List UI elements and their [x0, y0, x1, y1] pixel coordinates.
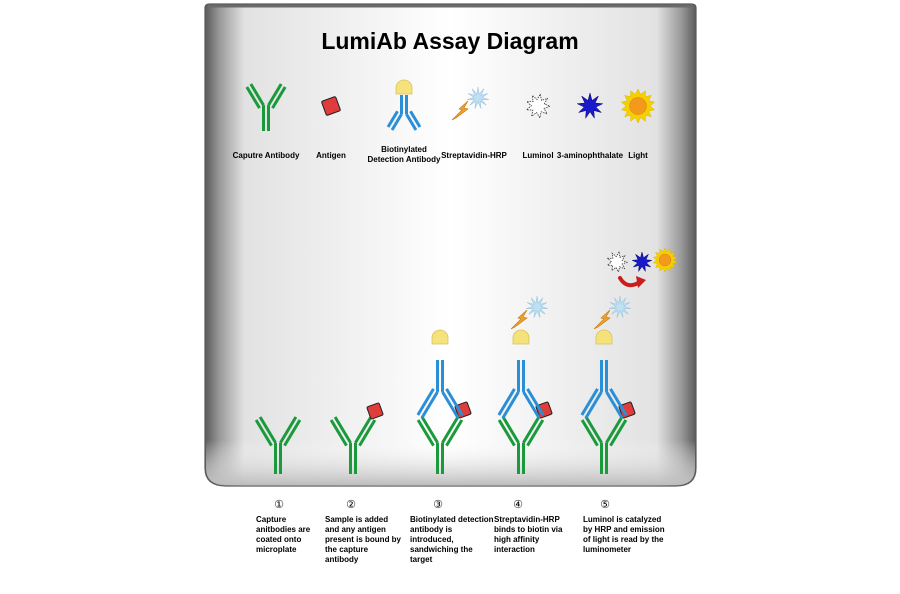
legend-label-capture-antibody: Caputre Antibody	[232, 151, 300, 160]
capture-antibody	[329, 416, 377, 474]
step-5-illustration	[580, 295, 636, 474]
step-2-number: ②	[346, 498, 356, 511]
capture-antibody	[416, 416, 464, 474]
legend-label-luminol: Luminol	[522, 151, 554, 160]
step-3-description: Biotinylated detection antibody is intro…	[410, 515, 494, 564]
antigen	[366, 402, 384, 420]
legend-label-light: Light	[628, 151, 648, 160]
biotin	[512, 329, 530, 345]
step-2-illustration	[329, 402, 384, 474]
antigen-icon	[321, 96, 341, 116]
light	[652, 247, 678, 273]
legend-label-antigen: Antigen	[316, 151, 346, 160]
aminophthalate-icon	[576, 92, 604, 120]
step-4-number: ④	[513, 498, 523, 511]
legend-label-biotinylated-detection-antibody: Biotinylated Detection Antibody	[367, 145, 441, 164]
light-icon	[620, 88, 656, 124]
step-3-number: ③	[433, 498, 443, 511]
antigen	[535, 401, 553, 419]
antigen	[618, 401, 636, 419]
legend-label-aminophthalate: 3-aminophthalate	[556, 151, 624, 160]
step-4-description: Streptavidin-HRP binds to biotin via hig…	[494, 515, 563, 554]
step-1-illustration	[254, 416, 302, 474]
step-2-description: Sample is added and any antigen present …	[325, 515, 402, 564]
capture-antibody-icon	[245, 83, 287, 131]
step-5-description: Luminol is catalyzed by HRP and emission…	[583, 515, 665, 554]
step-5-number: ⑤	[600, 498, 610, 511]
step-1-number: ①	[274, 498, 284, 511]
capture-antibody	[497, 416, 545, 474]
capture-antibody	[580, 416, 628, 474]
microplate-well	[204, 3, 697, 487]
detection-antibody	[416, 360, 464, 419]
diagram-title: LumiAb Assay Diagram	[321, 28, 579, 54]
step-3-illustration	[416, 329, 472, 474]
streptavidin-hrp-icon	[451, 86, 489, 121]
luminol-reaction	[606, 247, 678, 288]
luminol	[606, 251, 629, 273]
legend-icons	[245, 79, 656, 131]
biotin	[431, 329, 449, 345]
step-1-description: Capture anitbodies are coated onto micro…	[256, 515, 311, 554]
streptavidin-hrp	[510, 295, 548, 330]
aminophthalate	[631, 251, 653, 273]
reaction-arrowhead	[636, 276, 646, 288]
streptavidin-hrp	[593, 295, 631, 330]
detection-antibody-shape	[386, 95, 422, 131]
antigen	[454, 401, 472, 419]
legend-label-streptavidin-hrp: Streptavidin-HRP	[441, 151, 507, 160]
assay-steps	[254, 247, 678, 474]
step-4-illustration	[497, 295, 553, 474]
biotin	[595, 329, 613, 345]
detection-antibody	[497, 360, 545, 419]
detection-antibody	[580, 360, 628, 419]
biotinylated-detection-antibody-icon	[386, 79, 422, 131]
capture-antibody	[254, 416, 302, 474]
luminol-icon	[525, 93, 552, 119]
